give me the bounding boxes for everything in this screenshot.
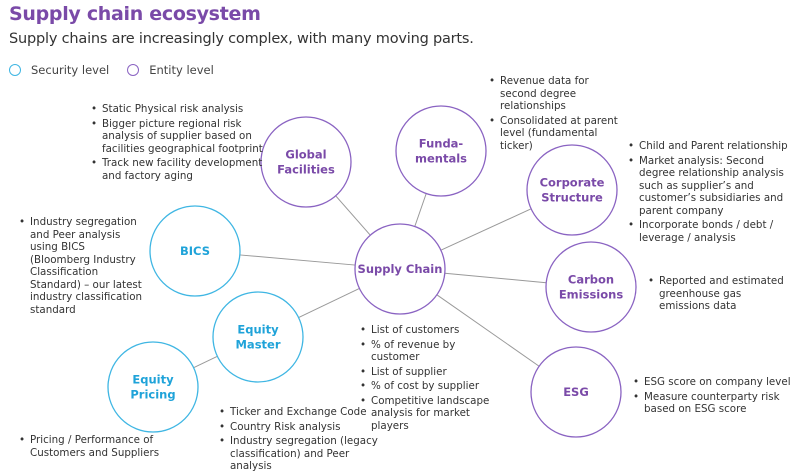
node-supply-chain: Supply Chain (354, 223, 446, 315)
note-item: Industry segregation (legacy classificat… (218, 435, 378, 473)
note-equity-pricing: Pricing / Performance of Customers and S… (18, 434, 188, 461)
node-label: mentals (415, 152, 467, 166)
node-label: Master (235, 338, 280, 352)
node-esg: ESG (530, 346, 622, 438)
node-label: Equity (237, 323, 279, 337)
node-label: Pricing (130, 388, 175, 402)
note-equity-master: Ticker and Exchange CodeCountry Risk ana… (218, 406, 378, 475)
note-item: Ticker and Exchange Code (218, 406, 378, 419)
note-item: Country Risk analysis (218, 421, 378, 434)
node-circle (149, 205, 241, 297)
node-label: Supply Chain (358, 262, 443, 276)
note-item: Industry segregation and Peer analysis u… (18, 216, 143, 316)
node-circle (545, 241, 637, 333)
note-item: Child and Parent relationship (627, 140, 797, 153)
node-label: Equity (132, 373, 174, 387)
connector-supply-chain-bics (239, 254, 356, 266)
legend: Security level Entity level (9, 63, 232, 77)
node-label: BICS (180, 244, 210, 258)
node-circle (530, 346, 622, 438)
note-item: % of cost by supplier (359, 380, 494, 393)
note-item: Competitive landscape analysis for marke… (359, 395, 494, 433)
note-item: Revenue data for second degree relations… (488, 75, 628, 113)
node-circle (212, 291, 304, 383)
note-item: Pricing / Performance of Customers and S… (18, 434, 188, 459)
connector-supply-chain-equity-master (298, 287, 360, 319)
node-circle (354, 223, 446, 315)
note-global-facilities: Static Physical risk analysisBigger pict… (90, 103, 265, 184)
note-item: Static Physical risk analysis (90, 103, 265, 116)
node-label: Structure (541, 191, 603, 205)
note-item: Incorporate bonds / debt / leverage / an… (627, 219, 797, 244)
page-subtitle: Supply chains are increasingly complex, … (9, 31, 474, 47)
note-supply-chain: List of customers % of revenue by custome… (359, 324, 494, 434)
connector-supply-chain-carbon-emissions (444, 272, 547, 284)
connector-supply-chain-fundamentals (414, 193, 427, 227)
note-item: % of revenue by customer (359, 339, 494, 364)
page-title: Supply chain ecosystem (9, 3, 261, 25)
note-item: Track new facility development and facto… (90, 157, 265, 182)
circle-outline-icon (127, 64, 140, 76)
note-item: Bigger picture regional risk analysis of… (90, 118, 265, 156)
note-item: List of supplier (359, 366, 494, 379)
circle-outline-icon (9, 64, 21, 76)
note-carbon-emissions: Reported and estimated greenhouse gas em… (647, 275, 787, 315)
node-label: Funda- (419, 137, 464, 151)
legend-label: Security level (31, 63, 110, 77)
note-item: Reported and estimated greenhouse gas em… (647, 275, 787, 313)
note-item: Consolidated at parent level (fundamenta… (488, 115, 628, 153)
note-item: ESG score on company level (632, 376, 797, 389)
legend-label: Entity level (149, 63, 214, 77)
note-esg: ESG score on company levelMeasure counte… (632, 376, 797, 418)
connector-supply-chain-corporate-structure (440, 208, 532, 251)
note-item: Measure counterparty risk based on ESG s… (632, 391, 797, 416)
node-label: Emissions (559, 288, 624, 302)
node-label: Carbon (568, 273, 614, 287)
node-circle (107, 341, 199, 433)
node-label: Corporate (540, 176, 605, 190)
note-item: Market analysis: Second degree relations… (627, 155, 797, 218)
node-label: ESG (563, 385, 589, 399)
note-corporate-structure: Child and Parent relationshipMarket anal… (627, 140, 797, 246)
connector-equity-master-equity-pricing (193, 355, 218, 369)
node-fundamentals: Funda-mentals (395, 105, 487, 197)
node-circle (395, 105, 487, 197)
note-fundamentals: Revenue data for second degree relations… (488, 75, 628, 154)
node-label: Facilities (277, 163, 335, 177)
node-label: Global (285, 148, 326, 162)
node-bics: BICS (149, 205, 241, 297)
legend-item-security: Security level (9, 63, 109, 77)
note-item: List of customers (359, 324, 494, 337)
note-bics: Industry segregation and Peer analysis u… (18, 216, 143, 318)
connector-supply-chain-global-facilities (335, 195, 371, 236)
legend-item-entity: Entity level (127, 63, 214, 77)
